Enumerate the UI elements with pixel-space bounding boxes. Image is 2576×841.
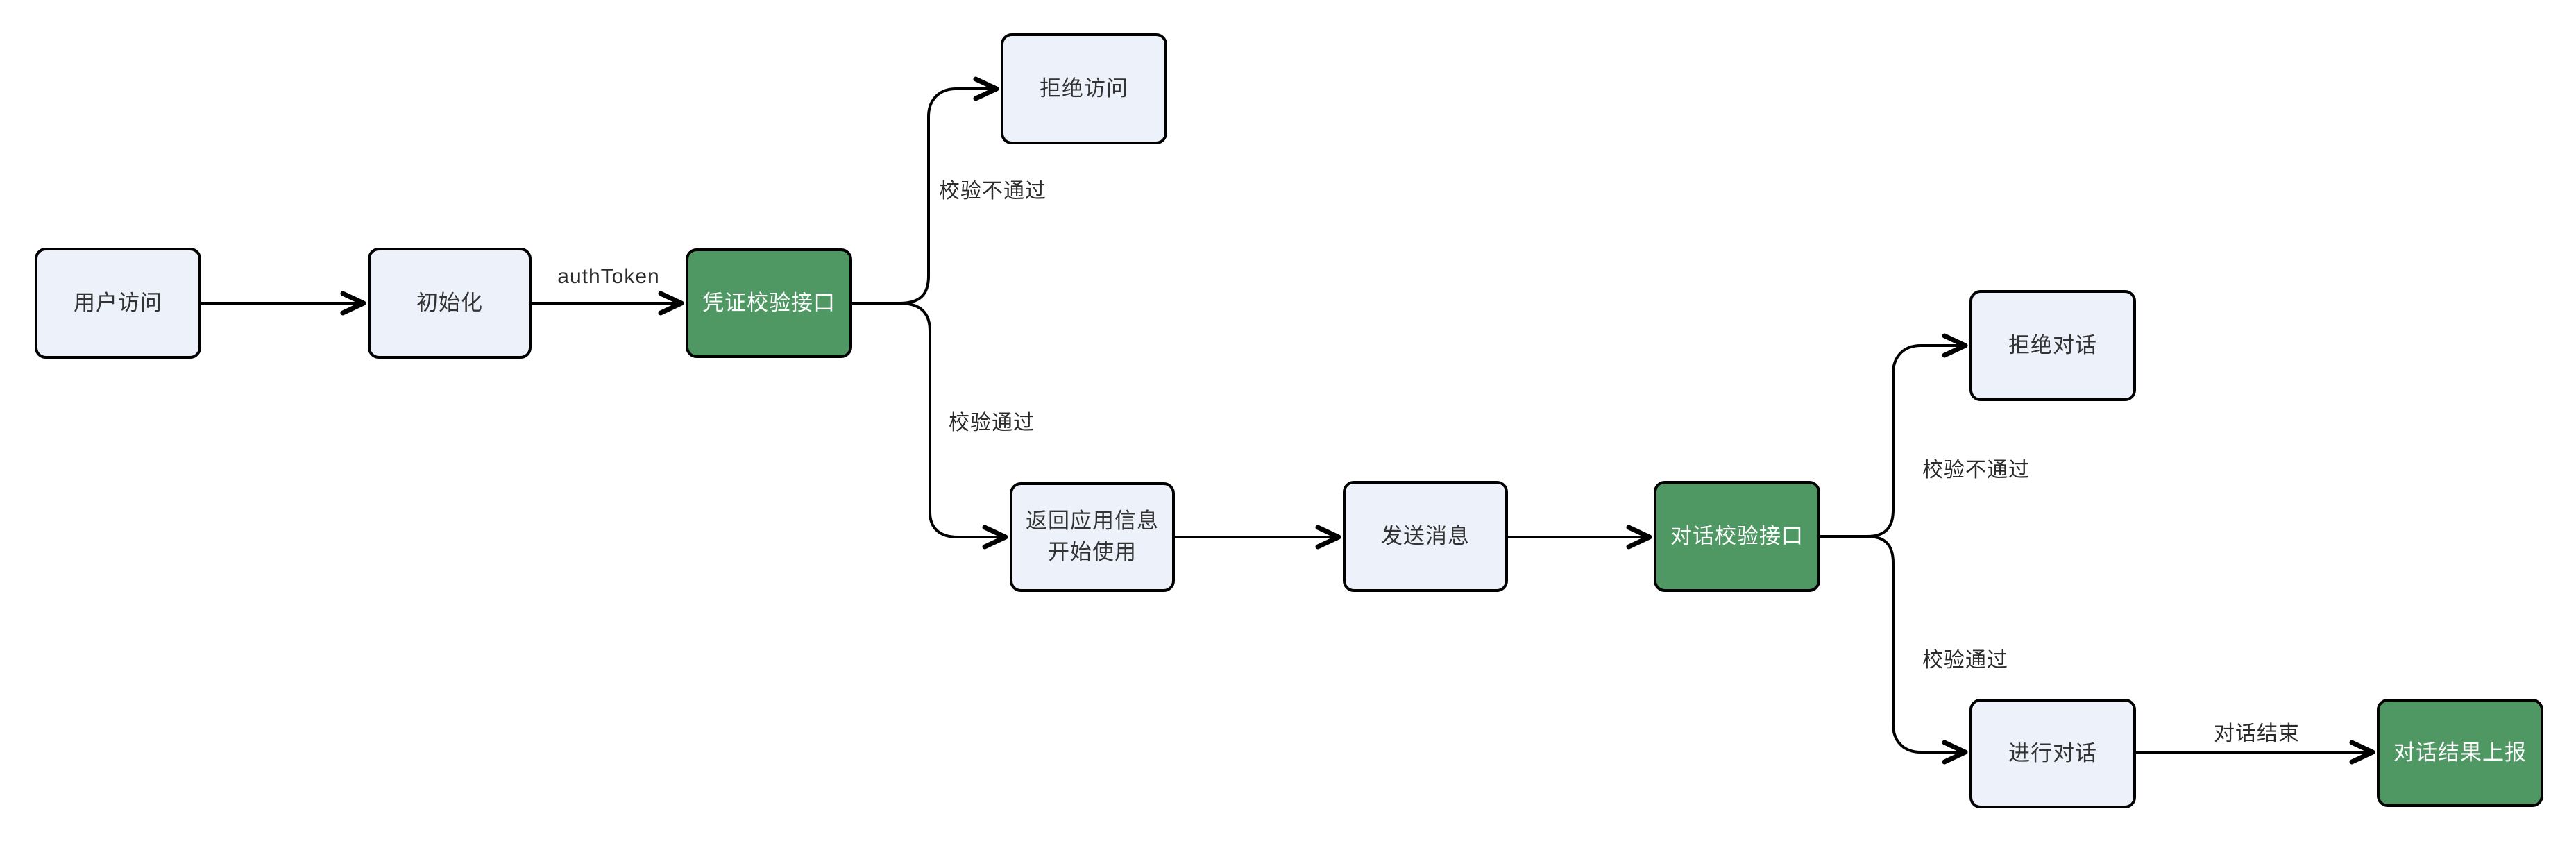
node-init-label: 初始化: [416, 290, 483, 315]
edge-label-dialog-end: 对话结束: [2214, 722, 2300, 745]
node-send-message: 发送消息: [1343, 481, 1508, 592]
node-user-access: 用户访问: [35, 248, 201, 359]
node-user-access-label: 用户访问: [74, 290, 162, 315]
edge-dialog-check-to-deny-dialog: [1818, 333, 1968, 538]
edge-label-check-fail-2: 校验不通过: [1922, 459, 2030, 482]
node-report-dialog-result-label: 对话结果上报: [2393, 740, 2527, 765]
edge-dialog-check-to-do-dialog: [1818, 535, 1968, 765]
edge-label-check-fail-1: 校验不通过: [939, 180, 1046, 203]
node-deny-dialog: 拒绝对话: [1969, 290, 2136, 401]
node-send-message-label: 发送消息: [1381, 523, 1470, 548]
node-credential-check-api-label: 凭证校验接口: [702, 290, 836, 315]
node-credential-check-api: 凭证校验接口: [686, 248, 852, 358]
node-deny-access: 拒绝访问: [1001, 33, 1167, 144]
node-dialog-check-api-label: 对话校验接口: [1670, 523, 1804, 548]
node-return-app-info-label-line1: 返回应用信息: [1026, 509, 1159, 534]
node-dialog-check-api: 对话校验接口: [1654, 481, 1820, 592]
edge-label-check-pass-1: 校验通过: [949, 411, 1035, 434]
node-return-app-info-label-line2: 开始使用: [1048, 540, 1137, 564]
node-return-app-info: 返回应用信息 开始使用: [1010, 482, 1175, 592]
edge-credential-check-to-return-app-info: [851, 302, 1008, 550]
node-init: 初始化: [368, 248, 532, 359]
node-do-dialog: 进行对话: [1969, 699, 2136, 808]
edge-label-auth-token: authToken: [557, 265, 660, 288]
node-deny-access-label: 拒绝访问: [1040, 76, 1128, 101]
node-deny-dialog-label: 拒绝对话: [2008, 332, 2097, 357]
edge-credential-check-to-deny-access: [851, 76, 999, 305]
node-do-dialog-label: 进行对话: [2008, 740, 2097, 765]
edge-label-check-pass-2: 校验通过: [1922, 649, 2008, 672]
node-report-dialog-result: 对话结果上报: [2377, 699, 2543, 807]
